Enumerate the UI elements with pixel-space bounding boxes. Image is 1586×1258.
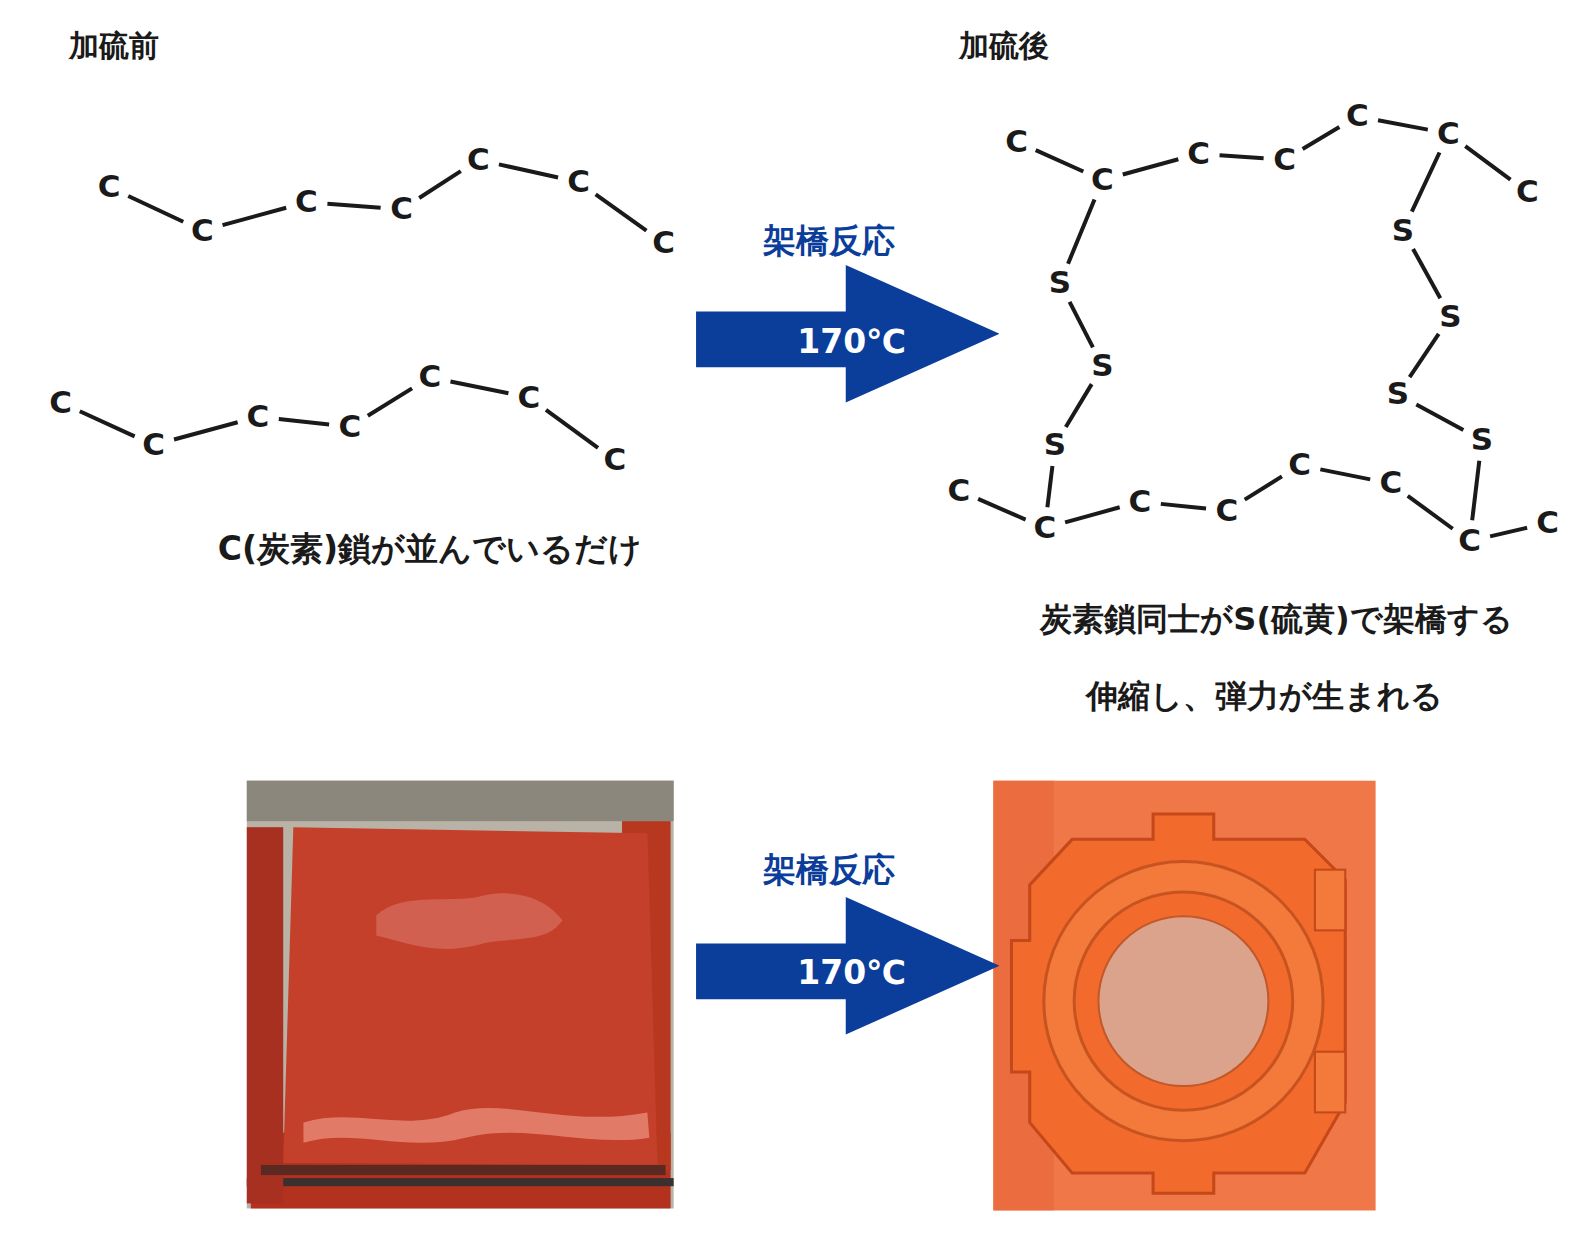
temperature-value: 170℃ <box>797 323 906 361</box>
bond-line <box>1070 302 1093 348</box>
caption-text: 炭素鎖同士がS(硫黄)で架橋する <box>1040 601 1512 638</box>
temperature-value: 170℃ <box>797 954 906 992</box>
atom-symbol: C <box>1346 98 1369 134</box>
bond-line <box>1303 127 1340 149</box>
atom-symbol: C <box>652 225 675 261</box>
bond-line <box>223 208 287 225</box>
atom-symbol: C <box>567 164 590 200</box>
bond-line <box>1047 466 1052 507</box>
vulcanized-part-photo <box>993 781 1375 1211</box>
atom-symbol: C <box>142 427 165 463</box>
bond-line <box>1412 153 1440 212</box>
atom-symbol: S <box>1044 427 1066 463</box>
atom-symbol: C <box>1187 136 1210 172</box>
caption-text: C(炭素)鎖が並んでいるだけ <box>218 530 642 568</box>
bond-line <box>327 204 380 208</box>
atom-symbol: C <box>295 184 318 220</box>
bond-line <box>1416 404 1463 429</box>
atom-symbol: C <box>191 213 214 249</box>
bond-line <box>1245 476 1282 499</box>
section-heading: 加硫後 <box>959 28 1049 63</box>
bond-line <box>419 171 461 198</box>
atom-symbol: C <box>1516 174 1539 210</box>
bond-line <box>1068 199 1094 263</box>
atom-symbol: C <box>467 142 490 178</box>
bond-line <box>1410 334 1439 377</box>
bond-line <box>1320 469 1370 479</box>
bond-line <box>1378 120 1428 129</box>
bond-line <box>450 381 508 393</box>
atom-symbol: C <box>1437 116 1460 152</box>
atom-symbol: C <box>98 169 121 205</box>
bond-line <box>1465 146 1510 180</box>
atom-symbol: C <box>1005 124 1028 160</box>
atom-symbol: C <box>1033 510 1056 546</box>
atom-symbol: S <box>1392 213 1414 249</box>
atom-symbol: C <box>604 442 627 478</box>
bond-line <box>596 194 647 230</box>
atom-symbol: C <box>518 380 541 416</box>
atom-symbol: C <box>49 385 72 421</box>
atom-symbol: C <box>1091 162 1114 198</box>
bond-line <box>1408 496 1453 529</box>
bond-line <box>279 419 329 425</box>
atom-symbol: C <box>1536 505 1559 541</box>
atom-symbol: S <box>1387 377 1409 413</box>
bond-line <box>1413 249 1440 298</box>
atom-symbol: C <box>947 473 970 509</box>
atom-symbol: C <box>1129 484 1152 520</box>
atom-symbol: C <box>1216 493 1239 529</box>
atom-symbol: C <box>1273 142 1296 178</box>
atom-symbol: C <box>418 359 441 395</box>
bond-line <box>1123 159 1179 174</box>
atom-symbol: S <box>1091 348 1113 384</box>
unvulcanized-rubber-photo <box>247 781 674 1209</box>
atom-symbol: C <box>1288 447 1311 483</box>
bond-line <box>174 422 238 439</box>
reaction-arrow: 架橋反応170℃ <box>691 897 1000 1035</box>
section-heading: 加硫前 <box>69 28 159 63</box>
atom-symbol: S <box>1049 265 1071 301</box>
caption-text: 伸縮し、弾力が生まれる <box>1086 677 1443 714</box>
atom-symbol: C <box>390 192 413 228</box>
bond-line <box>1161 504 1206 509</box>
bond-line <box>1490 528 1527 537</box>
bond-line <box>1065 507 1120 522</box>
atom-symbol: S <box>1439 299 1461 335</box>
atom-symbol: C <box>1458 523 1481 559</box>
bond-line <box>1472 461 1479 520</box>
bond-line <box>368 388 412 415</box>
bond-line <box>1066 384 1092 427</box>
atom-symbol: S <box>1471 422 1493 458</box>
atom-symbol: C <box>1379 466 1402 502</box>
bond-line <box>128 196 183 222</box>
atom-symbol: C <box>339 409 362 445</box>
bond-line <box>1036 150 1084 171</box>
bond-line <box>546 410 598 448</box>
reaction-arrow: 架橋反応170℃ <box>691 265 1000 403</box>
arrow-heading: 架橋反応 <box>763 222 895 260</box>
atom-symbol: C <box>247 399 270 435</box>
bond-line <box>1220 155 1264 158</box>
bond-line <box>499 164 558 177</box>
bond-line <box>978 499 1025 520</box>
arrow-heading: 架橋反応 <box>763 851 895 889</box>
bond-line <box>80 411 135 436</box>
